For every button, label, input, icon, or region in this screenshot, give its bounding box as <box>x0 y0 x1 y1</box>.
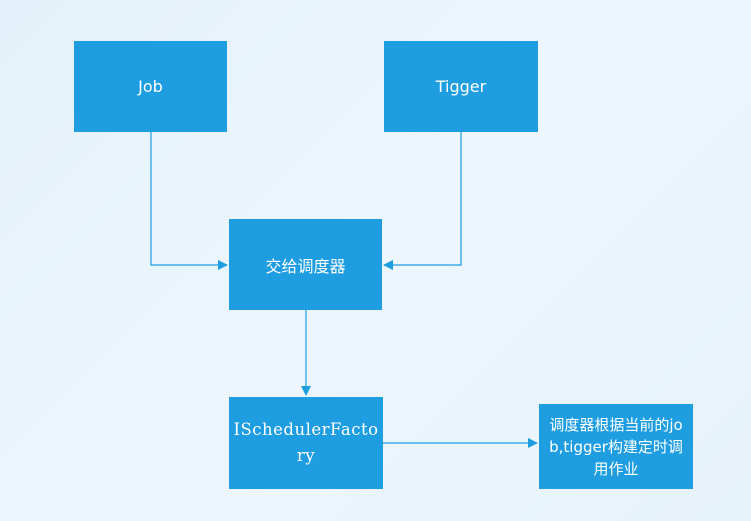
result-node: 调度器根据当前的job,tigger构建定时调用作业 <box>539 404 693 489</box>
job-node-label: Job <box>138 77 163 96</box>
result-node-label: 调度器根据当前的job,tigger构建定时调用作业 <box>549 415 683 478</box>
edge-tigger-to-scheduler <box>383 132 462 270</box>
scheduler-factory-node: ISchedulerFactory <box>229 397 383 489</box>
tigger-node-label: Tigger <box>435 77 487 96</box>
scheduler-factory-node-label: ISchedulerFactory <box>233 420 379 465</box>
scheduler-node: 交给调度器 <box>229 219 382 310</box>
edge-job-to-scheduler <box>150 132 228 270</box>
tigger-node: Tigger <box>384 41 538 132</box>
scheduler-node-label: 交给调度器 <box>265 256 346 276</box>
job-node: Job <box>74 41 227 132</box>
